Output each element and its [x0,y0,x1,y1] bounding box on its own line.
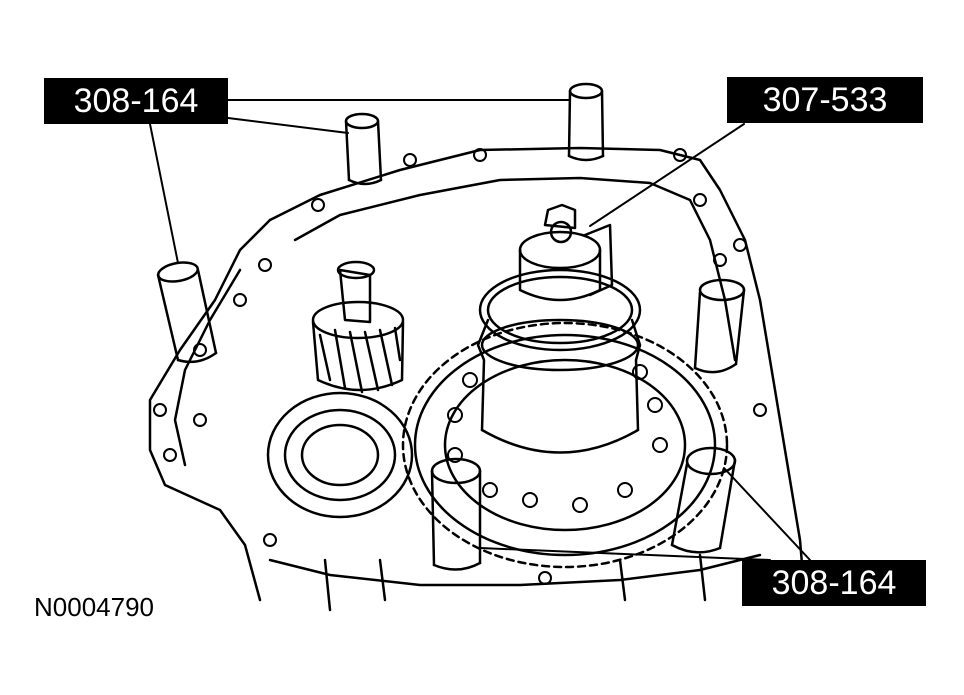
alignment-pin-top-left [344,112,383,186]
alignment-pin-right [693,278,746,374]
ring-gear-bolt-holes [447,364,668,513]
ring-gear [401,321,729,569]
differential-tool-307-533 [476,203,642,454]
alignment-pin-bottom-right [670,446,737,554]
alignment-pin-bottom-center [430,457,482,571]
figure-id: N0004790 [34,592,154,622]
callout-leader-lines [149,99,811,561]
callout-308-164-bottom: 308-164 [742,560,926,606]
alignment-pin-left [156,261,218,364]
callout-307-533: 307-533 [727,77,923,123]
alignment-pin-top-right [567,82,605,162]
case-bolt-holes [153,148,767,585]
callout-308-164-top: 308-164 [44,78,228,124]
input-shaft-gear [266,260,414,519]
transaxle-case [148,146,807,612]
